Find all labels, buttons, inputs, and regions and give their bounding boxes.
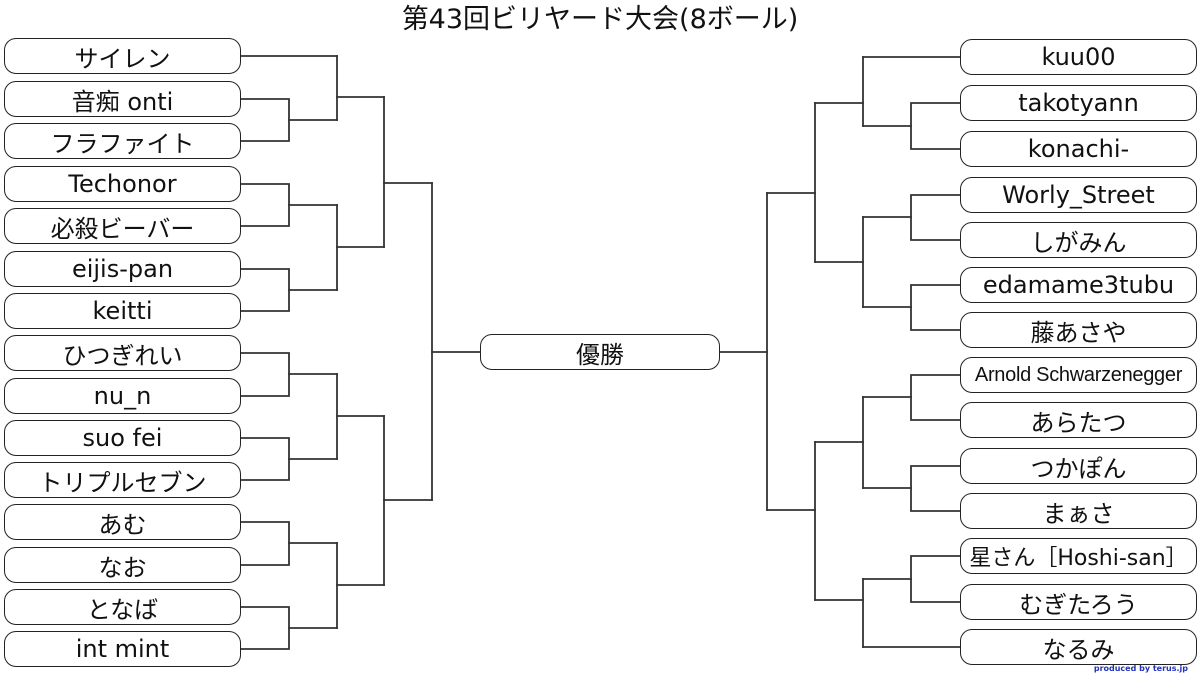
player-box[interactable]: suo fei	[4, 420, 241, 456]
player-box[interactable]: あらたつ	[960, 402, 1197, 438]
player-name: サイレン	[74, 44, 171, 73]
player-box[interactable]: keitti	[4, 293, 241, 329]
player-name: あむ	[98, 510, 147, 539]
player-name: int mint	[75, 635, 170, 663]
player-box[interactable]: Techonor	[4, 166, 241, 202]
player-box[interactable]: kuu00	[960, 39, 1197, 75]
player-box[interactable]: Worly_Street	[960, 177, 1197, 213]
player-name: 音痴 onti	[71, 87, 174, 116]
player-box[interactable]: サイレン	[4, 38, 241, 74]
player-box[interactable]: nu_n	[4, 378, 241, 414]
player-box[interactable]: つかぽん	[960, 448, 1197, 484]
player-box[interactable]: トリプルセブン	[4, 462, 241, 498]
champion-label: 優勝	[576, 340, 624, 369]
player-box[interactable]: 藤あさや	[960, 312, 1197, 348]
player-name: edamame3tubu	[982, 271, 1175, 299]
player-box[interactable]: むぎたろう	[960, 584, 1197, 620]
player-box[interactable]: 星さん［Hoshi-san］	[960, 538, 1197, 574]
player-box[interactable]: しがみん	[960, 222, 1197, 258]
player-name: フラファイト	[50, 129, 195, 158]
player-box[interactable]: 必殺ビーバー	[4, 208, 241, 244]
champion-box[interactable]: 優勝	[480, 334, 720, 370]
player-box[interactable]: となば	[4, 589, 241, 625]
player-name: まぁさ	[1042, 499, 1115, 528]
player-name: しがみん	[1030, 228, 1127, 257]
player-name: keitti	[92, 297, 153, 325]
player-name: takotyann	[1018, 89, 1139, 117]
player-box[interactable]: なお	[4, 547, 241, 583]
player-box[interactable]: 音痴 onti	[4, 81, 241, 117]
player-box[interactable]: まぁさ	[960, 493, 1197, 529]
credit-text: produced by terus.jp	[1093, 664, 1188, 673]
player-box[interactable]: edamame3tubu	[960, 267, 1197, 303]
player-name: となば	[86, 595, 159, 624]
player-name: nu_n	[93, 382, 152, 410]
player-name: 必殺ビーバー	[50, 214, 195, 243]
player-name: トリプルセブン	[38, 468, 207, 497]
player-box[interactable]: konachi-	[960, 131, 1197, 167]
player-name: suo fei	[82, 424, 163, 452]
player-name: なお	[98, 553, 147, 582]
player-name: kuu00	[1041, 43, 1116, 71]
player-box[interactable]: ひつぎれい	[4, 335, 241, 371]
player-name: Worly_Street	[1002, 181, 1155, 209]
tournament-title: 第43回ビリヤード大会(8ボール)	[401, 4, 799, 35]
player-box[interactable]: なるみ	[960, 629, 1197, 665]
player-box[interactable]: eijis-pan	[4, 251, 241, 287]
player-name: つかぽん	[1030, 454, 1127, 483]
player-name: Techonor	[68, 170, 177, 198]
player-name: ひつぎれい	[62, 341, 183, 370]
player-name: 星さん［Hoshi-san］	[969, 546, 1188, 571]
player-name: konachi-	[1027, 135, 1130, 163]
player-box[interactable]: フラファイト	[4, 123, 241, 159]
player-name: eijis-pan	[71, 255, 174, 283]
player-name: むぎたろう	[1019, 590, 1138, 619]
player-box[interactable]: あむ	[4, 504, 241, 540]
player-box[interactable]: takotyann	[960, 85, 1197, 121]
player-name: Arnold Schwarzenegger	[974, 363, 1183, 386]
player-box[interactable]: int mint	[4, 631, 241, 667]
player-name: あらたつ	[1030, 408, 1127, 437]
player-name: なるみ	[1042, 635, 1115, 664]
player-name: 藤あさや	[1030, 318, 1127, 347]
player-box[interactable]: Arnold Schwarzenegger	[960, 357, 1197, 393]
